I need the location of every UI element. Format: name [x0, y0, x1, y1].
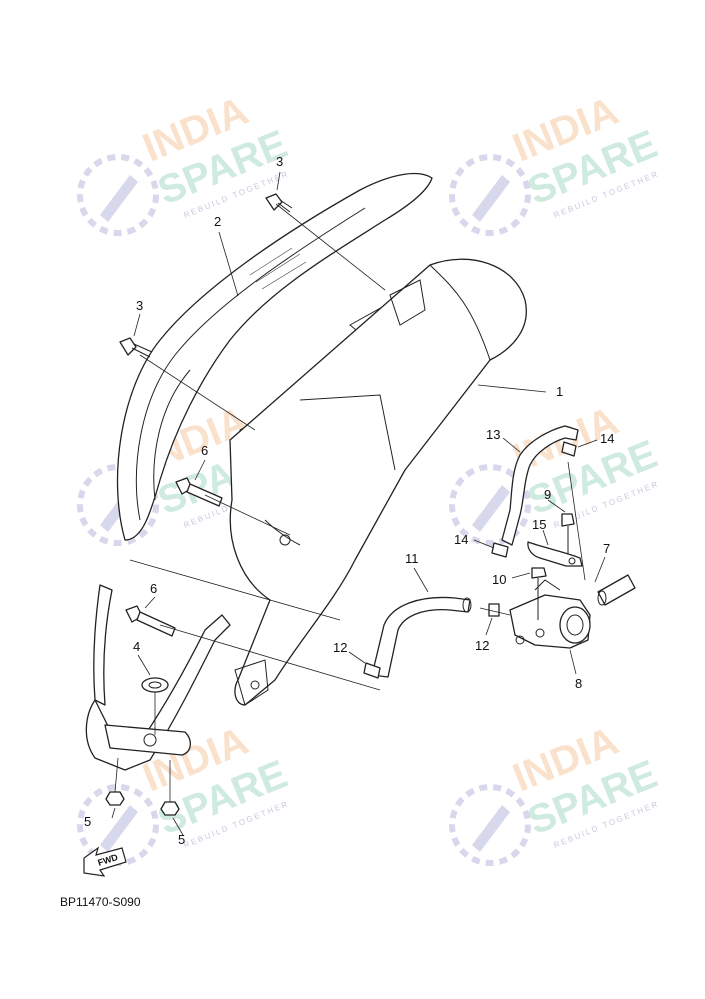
watermark-middle-right: INDIA SPARE REBUILD TOGETHER — [449, 399, 663, 546]
callout-lines — [111, 171, 606, 836]
callout-9: 9 — [544, 487, 551, 502]
callout-11: 11 — [405, 551, 419, 566]
bolt-valve — [531, 567, 547, 620]
assembly-lines — [114, 203, 586, 802]
clip-valve — [488, 603, 500, 617]
bolt-long-lower — [125, 605, 176, 637]
air-pipe — [501, 425, 579, 546]
callout-8: 8 — [575, 676, 582, 691]
watermark-wrench-icon — [449, 464, 531, 546]
callout-2: 2 — [214, 214, 221, 229]
callout-14-lower: 14 — [454, 532, 468, 547]
bolt-left — [119, 337, 153, 358]
exhaust-gasket — [141, 677, 169, 693]
watermark-top-right: INDIA SPARE REBUILD TOGETHER — [449, 89, 663, 236]
bolt-bracket — [561, 513, 575, 555]
plug-cap — [597, 574, 636, 606]
watermark-wrench-icon — [449, 154, 531, 236]
air-hose — [371, 596, 472, 678]
exhaust-pipe — [85, 584, 231, 771]
callout-5-right: 5 — [178, 832, 185, 847]
bolt-long-upper — [175, 477, 223, 507]
callout-15: 15 — [532, 517, 546, 532]
watermark-bottom-right: INDIA SPARE REBUILD TOGETHER — [449, 719, 663, 866]
fwd-arrow-icon — [83, 846, 127, 877]
callout-3-left: 3 — [136, 298, 143, 313]
watermark-wrench-icon — [449, 784, 531, 866]
clamp-lower — [491, 542, 509, 558]
clamp-upper — [561, 441, 577, 457]
callout-6-upper: 6 — [201, 443, 208, 458]
callout-5-left: 5 — [84, 814, 91, 829]
nut-right — [160, 801, 180, 816]
valve-bracket — [527, 541, 583, 567]
watermark-wrench-icon — [77, 154, 159, 236]
forward-direction-arrow: FWD — [83, 846, 127, 877]
callout-13: 13 — [486, 427, 500, 442]
callout-4: 4 — [133, 639, 140, 654]
watermark-top-left: INDIA SPARE REBUILD TOGETHER — [77, 89, 293, 236]
callout-3-top: 3 — [276, 154, 283, 169]
bolt-top — [265, 193, 293, 213]
muffler — [229, 258, 527, 706]
callout-1: 1 — [556, 384, 563, 399]
callout-6-lower: 6 — [150, 581, 157, 596]
clip-hose — [363, 662, 381, 679]
diagram-code: BP11470-S090 — [60, 895, 141, 909]
callout-12-valve: 12 — [475, 638, 489, 653]
callout-12-hose: 12 — [333, 640, 347, 655]
nut-left — [105, 791, 125, 806]
callout-10: 10 — [492, 572, 506, 587]
air-induction-valve — [509, 579, 591, 649]
callout-14-upper: 14 — [600, 431, 614, 446]
callout-numbers: 1 2 3 3 4 5 5 6 6 7 8 9 10 11 12 12 13 1… — [84, 154, 614, 847]
callout-7: 7 — [603, 541, 610, 556]
